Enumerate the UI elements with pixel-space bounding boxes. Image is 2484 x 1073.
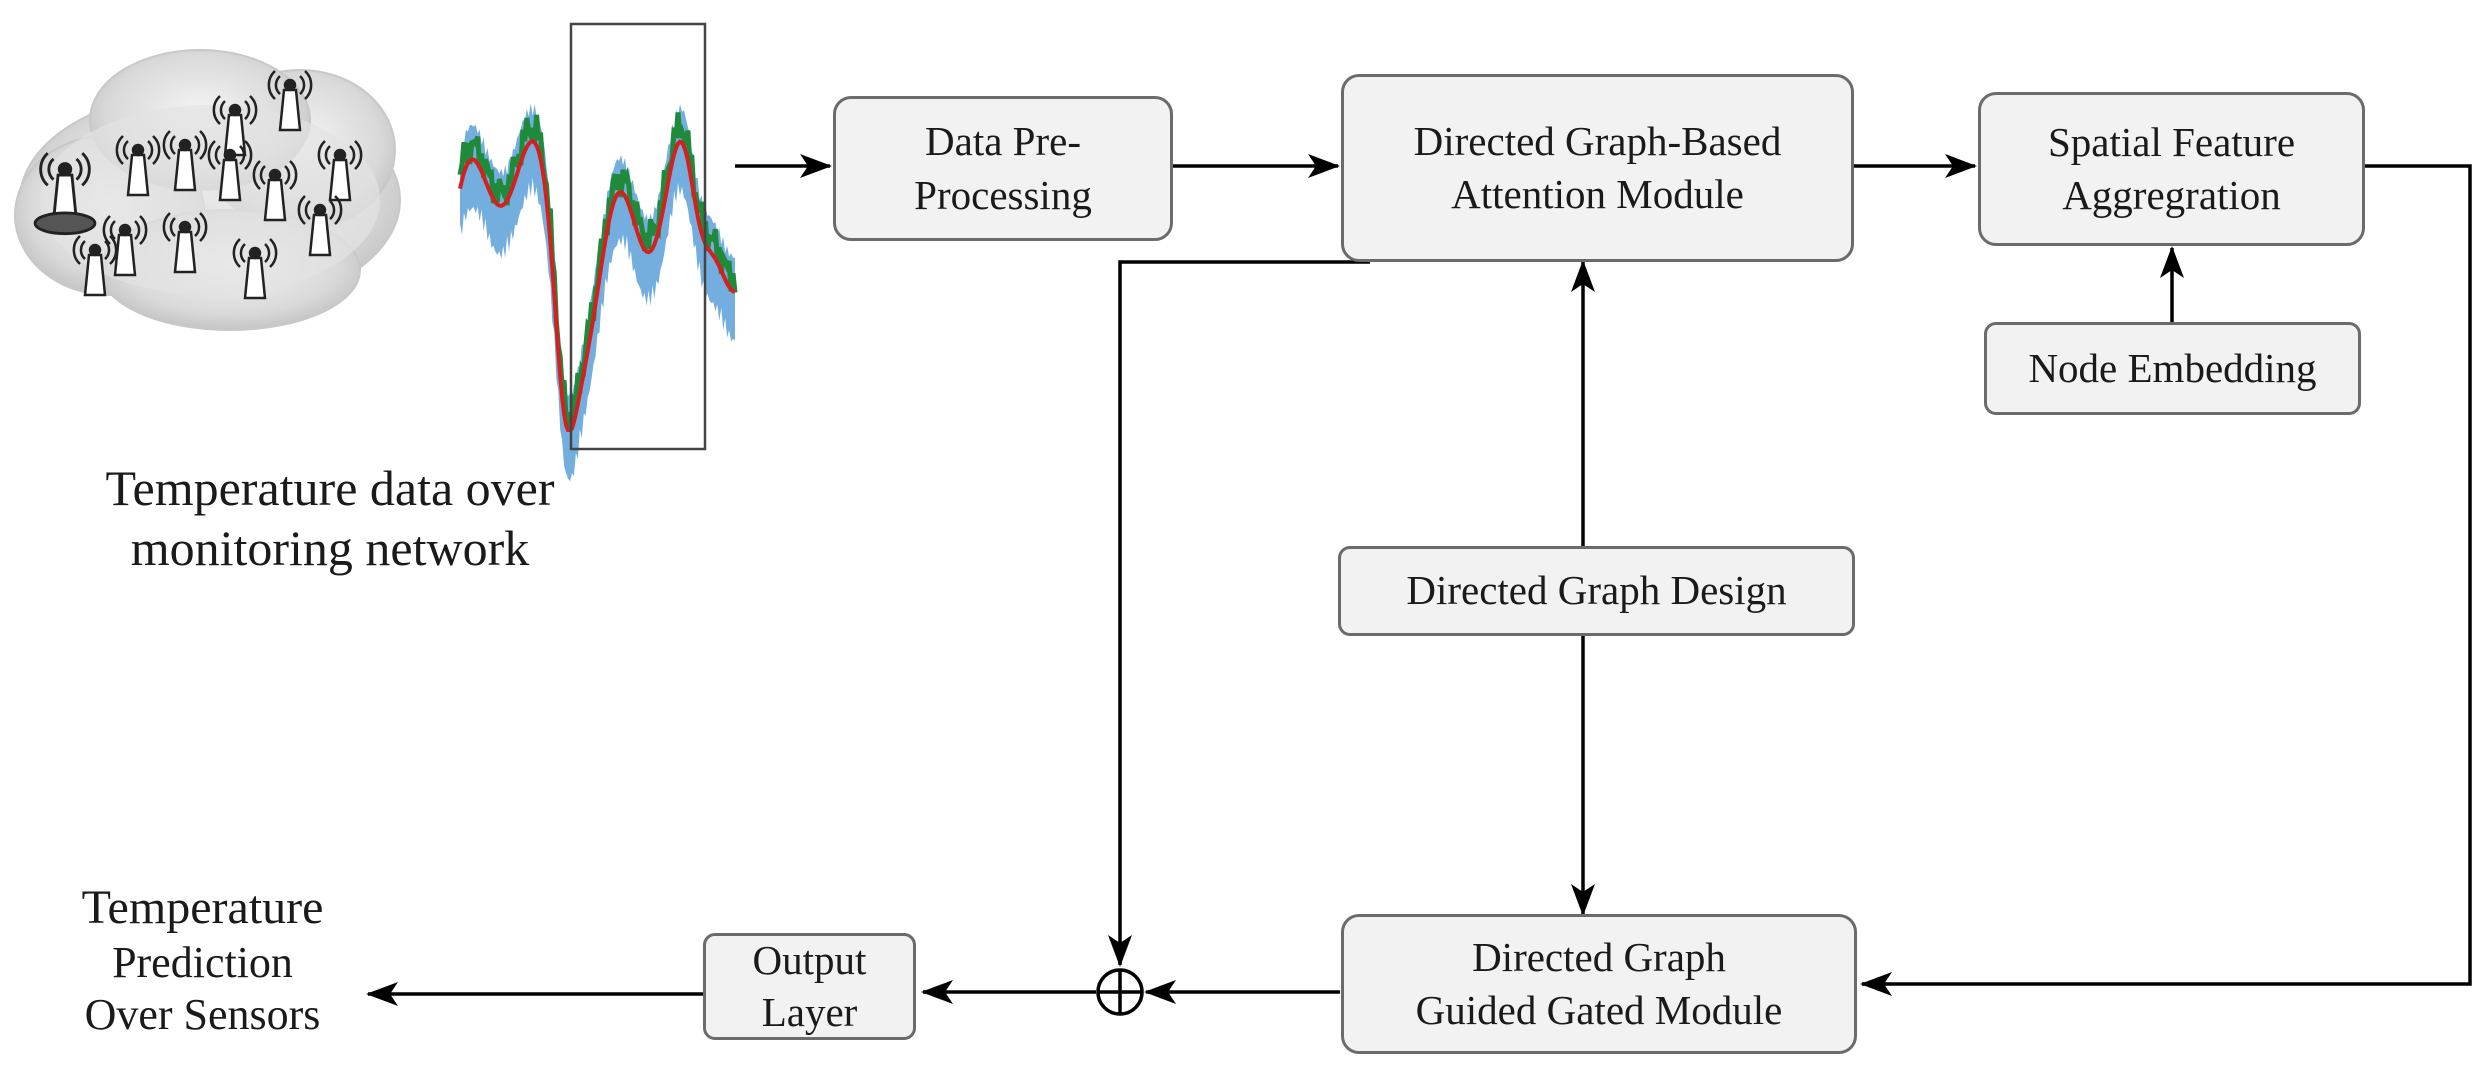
antenna-icon [115,135,161,197]
gated-module-line2: Guided Gated Module [1415,987,1783,1033]
prediction-caption-line2: Prediction [112,937,293,987]
antenna-icon [33,152,97,236]
data-preprocessing-line2: Processing [914,171,1092,218]
output-layer-box: Output Layer [703,933,916,1040]
antenna-icon [212,95,258,157]
circled-plus-icon [1096,968,1144,1016]
antenna-icon [102,215,148,277]
prediction-caption-line1: Temperature [81,881,324,934]
antenna-icon [317,140,363,202]
attention-module-line2: Attention Module [1451,171,1744,217]
spatial-aggregation-line2: Aggregration [2062,172,2281,218]
antenna-icon [252,160,298,222]
spatial-aggregation-line1: Spatial Feature [2047,118,2296,165]
output-layer-line2: Layer [761,988,858,1035]
prediction-caption-line3: Over Sensors [84,989,321,1039]
graph-design-box: Directed Graph Design [1338,546,1855,636]
gated-module-line1: Directed Graph [1472,933,1726,980]
antenna-icon [232,238,278,300]
input-caption-line2: monitoring network [130,520,530,576]
node-embedding-label: Node Embedding [2028,344,2317,391]
antenna-icon [207,140,253,202]
prediction-caption: Temperature Prediction Over Sensors [30,880,375,1040]
attention-module-box: Directed Graph-Based Attention Module [1341,74,1854,262]
arrow-attention-skip-to-sum [1108,260,1370,967]
sensor-network-cloud-icon [14,49,401,331]
data-preprocessing-box: Data Pre- Processing [833,96,1173,241]
temperature-time-series-icon [457,22,738,482]
antenna-icon [162,130,208,192]
output-layer-line1: Output [752,937,867,984]
input-caption-line1: Temperature data over [105,460,555,516]
spatial-aggregation-box: Spatial Feature Aggregration [1978,92,2365,246]
antenna-icon [72,235,118,297]
antenna-icon [297,195,343,257]
antenna-icon [267,70,313,132]
attention-module-line1: Directed Graph-Based [1413,117,1782,164]
time-window-frame [569,22,707,451]
input-caption: Temperature data over monitoring network [40,458,620,578]
antenna-icon [162,212,208,274]
gated-module-box: Directed Graph Guided Gated Module [1341,914,1857,1054]
arrow-aggregation-to-gated [1860,164,2472,996]
node-embedding-box: Node Embedding [1984,322,2361,415]
graph-design-label: Directed Graph Design [1406,567,1787,614]
data-preprocessing-line1: Data Pre- [925,118,1081,165]
